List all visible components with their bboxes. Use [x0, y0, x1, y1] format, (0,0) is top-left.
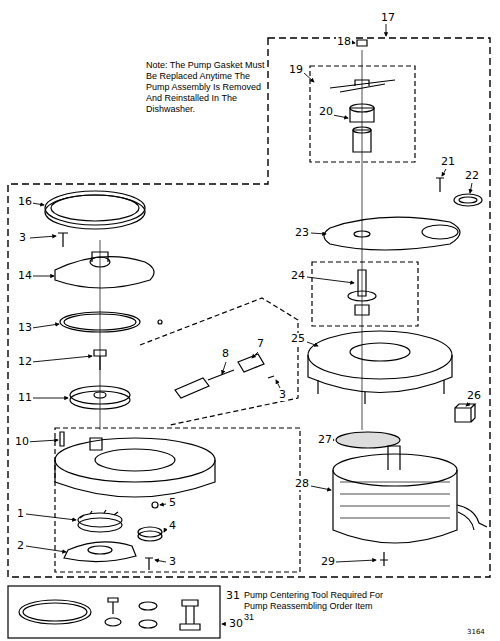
- note-text: Pump Centering Tool Required For Pump Re…: [243, 590, 385, 623]
- callout-number: 3: [168, 556, 177, 568]
- callout-number: 30: [228, 618, 244, 630]
- callout-number: 25: [290, 333, 306, 345]
- callout-number: 1: [16, 508, 25, 520]
- callout-number: 8: [221, 348, 230, 360]
- callout-number: 18: [336, 36, 352, 48]
- callout-number: 26: [466, 390, 482, 402]
- callout-number: 2: [16, 540, 25, 552]
- callout-number: 14: [17, 270, 33, 282]
- callout-number: 12: [17, 356, 33, 368]
- callout-number: 21: [440, 156, 456, 168]
- callout-number: 13: [17, 322, 33, 334]
- callout-number: 22: [464, 170, 480, 182]
- drawing-code: 3164: [466, 628, 486, 636]
- callout-number: 20: [318, 106, 334, 118]
- callout-number: 23: [294, 227, 310, 239]
- callout-number: 17: [380, 12, 396, 24]
- callout-number: 4: [168, 520, 177, 532]
- callout-number: 3: [18, 232, 27, 244]
- callout-number: 24: [290, 270, 306, 282]
- callout-number: 10: [14, 436, 30, 448]
- callout-number: 11: [17, 392, 33, 404]
- callout-number: 16: [17, 196, 33, 208]
- callout-number: 27: [317, 434, 333, 446]
- callout-number: 28: [294, 478, 310, 490]
- callout-number: 19: [288, 64, 304, 76]
- callout-number: 3: [278, 389, 287, 401]
- callout-number: 31: [225, 590, 241, 602]
- note-text: Note: The Pump Gasket Must Be Replaced A…: [145, 60, 269, 115]
- callout-number: 7: [256, 338, 265, 350]
- callout-number: 29: [320, 556, 336, 568]
- callout-number: 5: [168, 497, 177, 509]
